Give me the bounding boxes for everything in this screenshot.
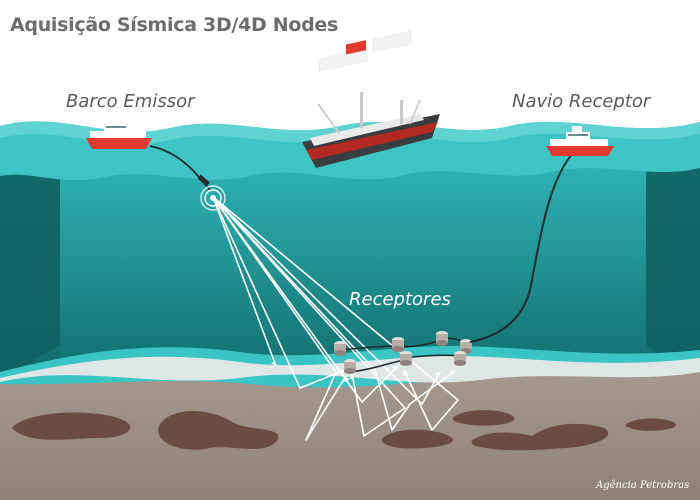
receiver-ship-icon [546,126,614,156]
receiver-tether [469,151,575,343]
seabed-node-icon [454,351,466,366]
signal-rays [212,196,459,441]
source-boat-icon [86,118,152,149]
rock-lenses [12,410,677,451]
receiver-ship-label: Navio Receptor [512,91,651,112]
seabed-node-icon [392,337,404,352]
seabed-node-icon [460,339,472,354]
page-title: Aquisição Sísmica 3D/4D Nodes [10,14,339,36]
receiver-nodes [334,331,472,374]
water-column [0,140,700,380]
seabed-node-icon [344,359,356,374]
source-boat-label: Barco Emissor [66,91,195,112]
seabed-node-icon [400,351,412,366]
seabed-ground [0,366,700,500]
signal-ray-arrowheads [271,362,456,382]
photo-credit: Agência Petrobras [596,480,690,491]
central-ship-icon [302,30,440,168]
seabed-node-icon [436,331,448,346]
airgun-source-icon [197,174,226,211]
source-tow-line [149,145,211,191]
receivers-label: Receptores [349,289,451,310]
seabed-node-icon [334,341,346,356]
